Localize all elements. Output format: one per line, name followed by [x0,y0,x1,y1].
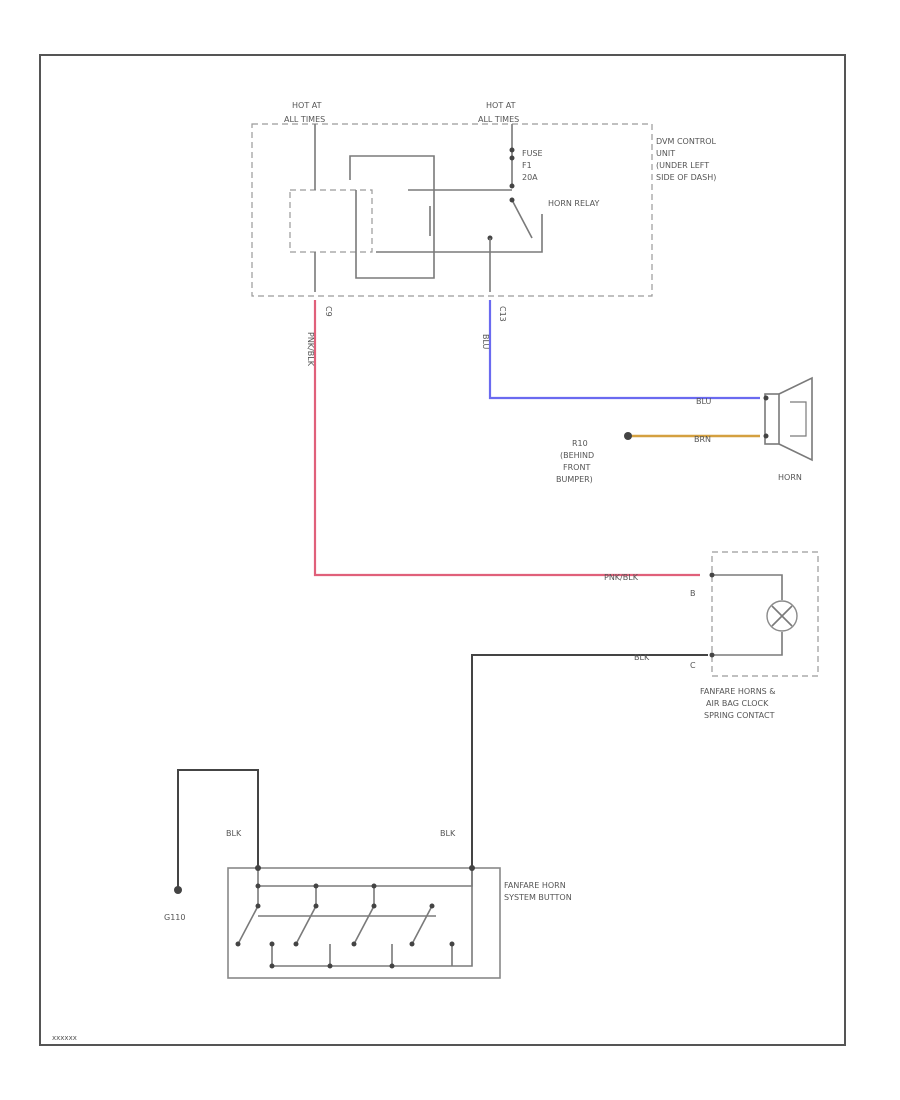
wire-pnk-blk [313,300,700,577]
relay-frame [349,155,435,279]
ground-r10-label-4: BUMPER) [556,475,593,484]
control-unit-box [251,123,653,297]
button-contacts [235,865,475,969]
control-unit-label-4: SIDE OF DASH) [656,173,716,182]
ground-point-r10 [624,432,632,440]
wire-black-horiz-label: BLK [634,653,650,662]
wire-black-right-label: BLK [440,829,456,838]
horn-coil-icon [766,600,798,632]
pin-c9-label: C9 [324,306,333,317]
wire-brown-label: BRN [694,435,711,444]
fanfare-label-2: AIR BAG CLOCK [706,699,769,708]
fuse-label-2: F1 [522,161,532,170]
relay-switch [511,199,533,239]
ground-point-g110 [174,886,182,894]
hot-label-right: HOT AT [486,101,516,110]
pin-c-label: C [690,661,696,670]
wire-blue-horiz-label: BLU [696,397,712,406]
system-button-label: FANFARE HORN [504,881,566,890]
relay-coil [289,189,373,253]
horn-label: HORN [778,473,802,482]
control-unit-label: DVM CONTROL [656,137,717,146]
wire-blu [488,300,760,400]
horn-symbol [763,376,813,462]
ground-r10-label-2: (BEHIND [560,451,594,460]
fanfare-label-3: SPRING CONTACT [704,711,775,720]
horn-relay-label: HORN RELAY [548,199,600,208]
system-button-label-2: SYSTEM BUTTON [504,893,572,902]
wire-black-left-label: BLK [226,829,242,838]
fanfare-horns-box [711,551,819,677]
fuse-label: FUSE [522,149,543,158]
wire-blk-left [177,769,259,888]
wire-blue-vert-label: BLU [481,334,490,350]
diagram-border [39,54,846,1046]
footer-code: xxxxxx [52,1034,77,1042]
system-button-box [227,867,501,979]
fuse-label-3: 20A [522,173,538,182]
control-unit-label-2: UNIT [656,149,675,158]
hot-label-left-2: ALL TIMES [284,115,325,124]
pin-b-label: B [690,589,696,598]
ground-r10-label: R10 [572,439,588,448]
hot-label-right-2: ALL TIMES [478,115,519,124]
wire-red-top-label: PNK/BLK [306,332,315,367]
wire-red-bottom-label: PNK/BLK [604,573,639,582]
ground-r10-label-3: FRONT [563,463,590,472]
control-unit-label-3: (UNDER LEFT [656,161,709,170]
wire-blk-right [471,654,708,868]
hot-label-left: HOT AT [292,101,322,110]
fanfare-label: FANFARE HORNS & [700,687,776,696]
pin-c13-label: C13 [498,306,507,322]
ground-g110-label: G110 [164,913,185,922]
